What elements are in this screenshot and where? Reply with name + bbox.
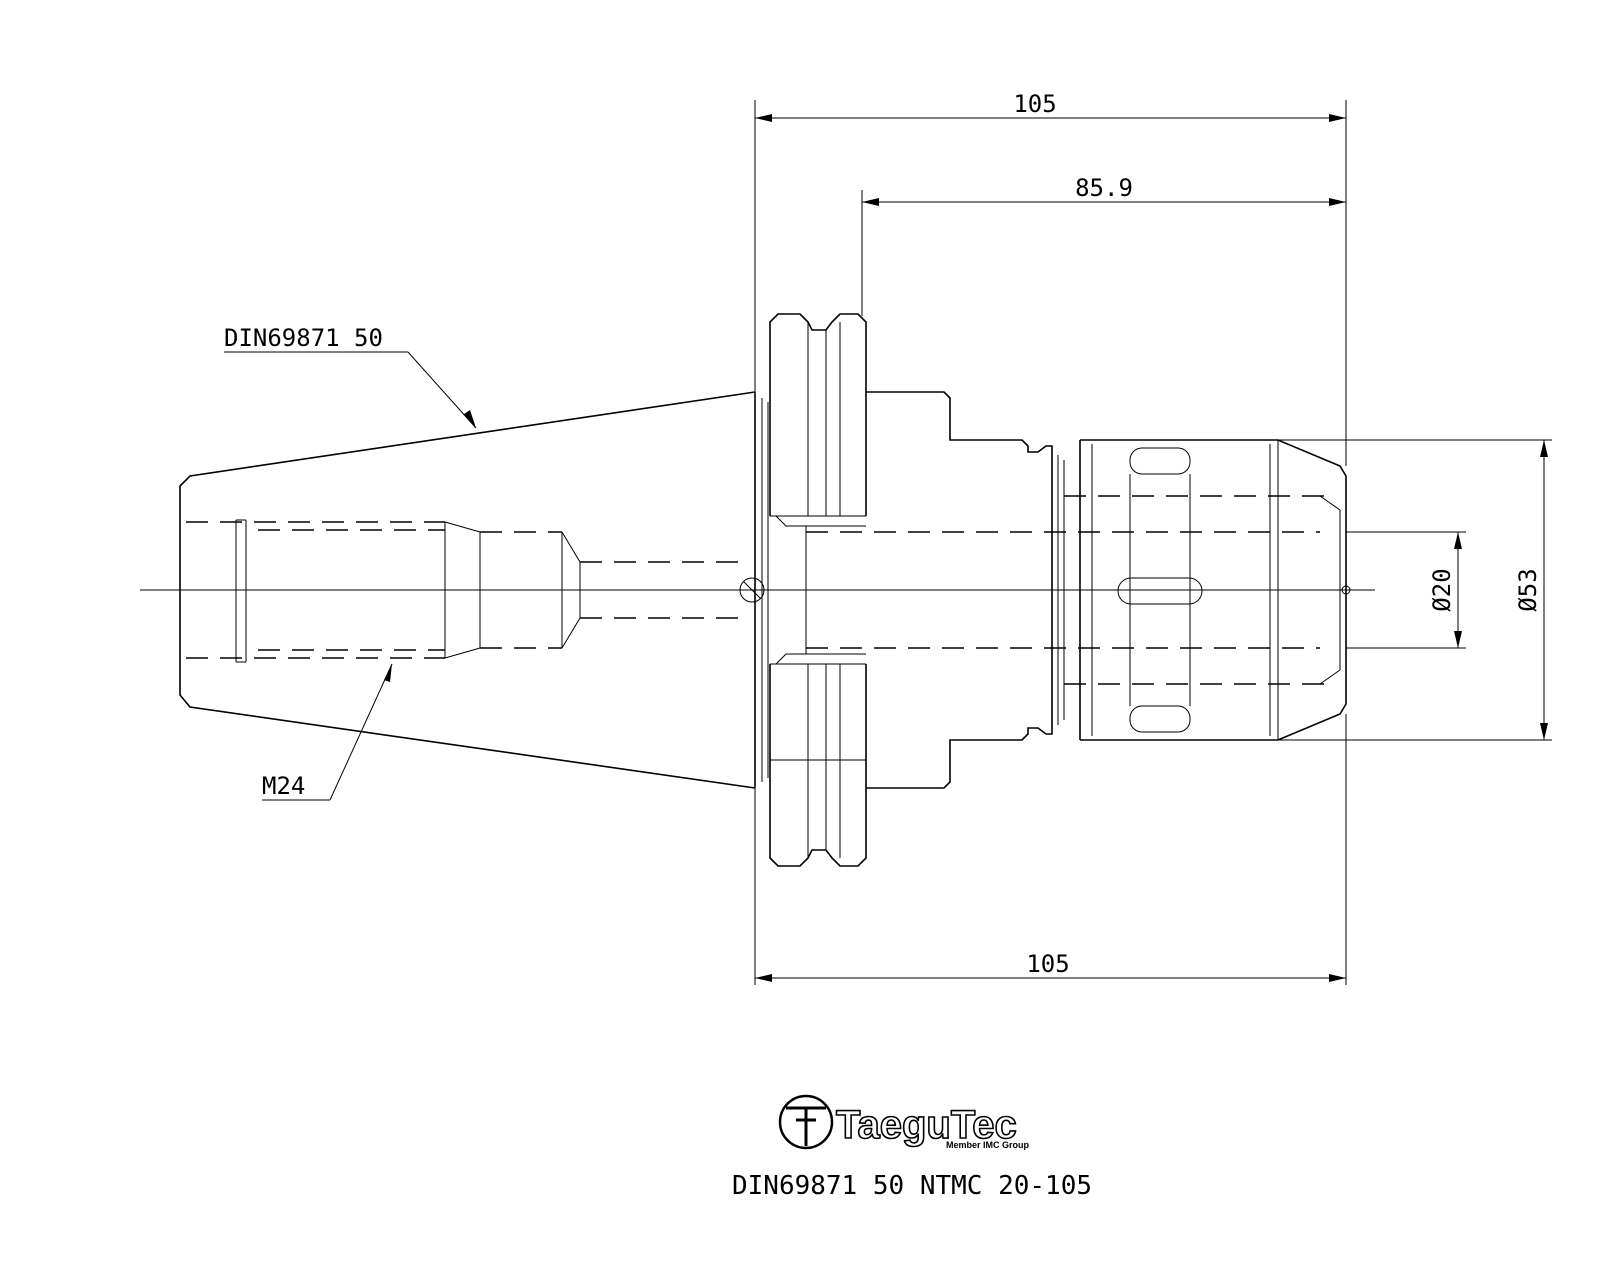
drawing-title: DIN69871 50 NTMC 20-105: [732, 1171, 1092, 1201]
dim-body-length-label: 85.9: [1075, 174, 1133, 202]
dimension-overall-bottom: 105: [754, 714, 1347, 985]
logo-sub-text: Member IMC Group: [946, 1140, 1030, 1150]
dim-overall-top-label: 105: [1013, 90, 1056, 118]
dimension-overall-top: 105: [754, 90, 1347, 466]
logo-brand-text: TaeguTec: [836, 1103, 1017, 1147]
hidden-bore: [186, 519, 765, 663]
dimension-nose-diameter: Ø53: [1278, 439, 1552, 741]
dim-overall-bottom-label: 105: [1026, 950, 1069, 978]
logo-emblem-icon: [778, 1094, 834, 1150]
callout-taper-label: DIN69871 50: [224, 324, 383, 352]
clamping-nut: [1064, 439, 1351, 741]
callout-thread-label: M24: [262, 772, 305, 800]
dim-nose-diameter-label: Ø53: [1514, 568, 1542, 611]
dimension-body-length: 85.9: [861, 174, 1346, 316]
v-flange: [769, 313, 867, 867]
dim-bore-diameter-label: Ø20: [1428, 568, 1456, 611]
dimension-bore-diameter: Ø20: [1346, 531, 1466, 649]
holder-body: [806, 391, 1320, 789]
callout-thread: M24: [262, 663, 393, 801]
taegutec-logo: TaeguTec Member IMC Group: [778, 1094, 1030, 1150]
taper-shank: [179, 391, 769, 789]
callout-taper: DIN69871 50: [224, 324, 477, 429]
